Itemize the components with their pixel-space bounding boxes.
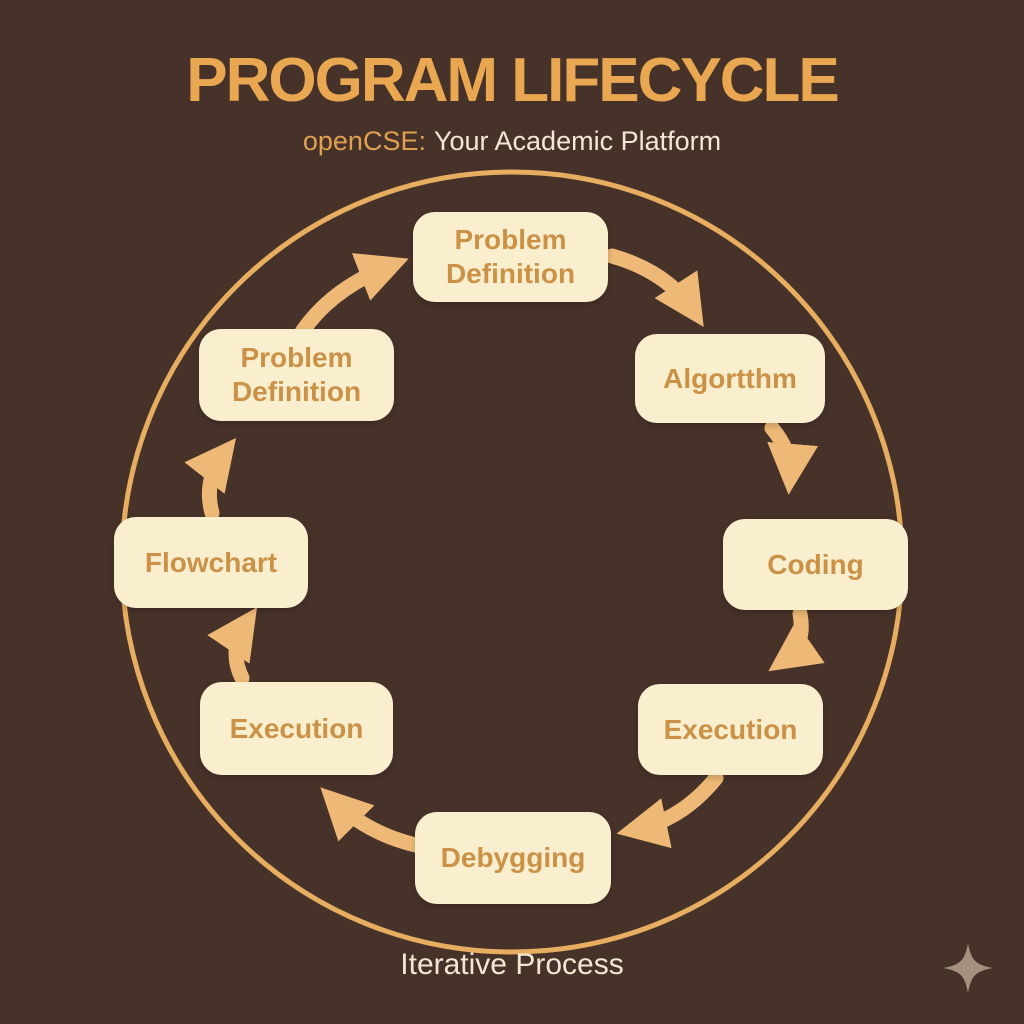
node-coding: Coding (723, 519, 908, 610)
brand-name: openCSE: (302, 126, 426, 156)
arrow-bottom-left-to-left-icon (207, 607, 258, 686)
page-title: PROGRAM LIFECYCLE (186, 46, 839, 115)
arrow-top-right-to-right-icon (764, 420, 819, 495)
node-debugging: Debygging (415, 812, 611, 904)
arrow-right-to-bottom-right-icon (768, 606, 825, 672)
footer-caption: Iterative Process (400, 948, 624, 981)
arrow-top-left-to-top-icon (294, 253, 409, 340)
arrow-top-to-top-right-icon (604, 248, 704, 327)
node-problem-definition-top-left: Problem Definition (199, 329, 394, 421)
arrow-bottom-right-to-bottom-icon (616, 770, 724, 849)
node-algorithm: Algortthm (635, 334, 825, 423)
sparkle-icon (943, 943, 993, 993)
page-subtitle: openCSE:Your Academic Platform (0, 126, 1024, 157)
node-problem-definition-top: Problem Definition (413, 212, 608, 302)
node-flowchart: Flowchart (114, 517, 308, 608)
node-execution-left: Execution (200, 682, 393, 775)
header: PROGRAM LIFECYCLE openCSE:Your Academic … (0, 50, 1024, 157)
node-execution-right: Execution (638, 684, 823, 775)
arrow-left-to-top-left-icon (184, 437, 237, 521)
subtitle-text: Your Academic Platform (433, 126, 722, 156)
